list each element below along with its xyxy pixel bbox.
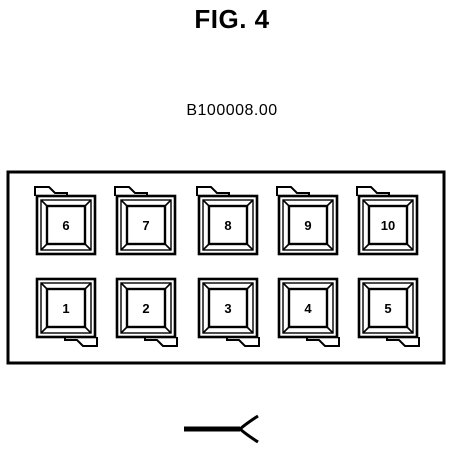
bevel-line (84, 326, 92, 334)
connector-housing (6, 170, 446, 365)
cavity-inner (207, 287, 249, 329)
bevel-line (164, 326, 172, 334)
cavity-row-top: 6 7 8 9 10 (34, 186, 419, 256)
bevel-line (40, 326, 48, 334)
cavity-bezel (202, 282, 254, 334)
bevel-line (282, 326, 290, 334)
bevel-line (202, 282, 210, 290)
cavity-number: 10 (381, 218, 395, 233)
cavity-bezel (40, 199, 92, 251)
bevel-line (326, 282, 334, 290)
cavity-bezel (362, 282, 414, 334)
cavity-number: 2 (142, 301, 149, 316)
bevel-line (406, 282, 414, 290)
locking-tab (226, 337, 260, 347)
cavity-6: 6 (34, 186, 97, 256)
cavity-bezel (362, 199, 414, 251)
locking-tab (386, 337, 420, 347)
part-number: B100008.00 (186, 102, 278, 119)
locking-tab (276, 186, 310, 196)
bevel-line (282, 199, 290, 207)
bevel-line (164, 199, 172, 207)
cavity-10: 10 (356, 186, 419, 256)
locking-tab (356, 186, 390, 196)
bevel-line (246, 326, 254, 334)
cavity-inner (207, 204, 249, 246)
bevel-line (202, 326, 210, 334)
cavity-9: 9 (276, 186, 339, 256)
bevel-line (326, 326, 334, 334)
bevel-line (84, 243, 92, 251)
bevel-line (120, 199, 128, 207)
bevel-line (282, 282, 290, 290)
cavity-number: 4 (304, 301, 312, 316)
locking-tab (306, 337, 340, 347)
cavity-bezel (202, 199, 254, 251)
cavity-bezel (120, 282, 172, 334)
cavity-inner (45, 287, 87, 329)
locking-tab (144, 337, 178, 347)
bevel-line (120, 326, 128, 334)
cavity-5: 5 (357, 277, 420, 347)
bevel-line (406, 199, 414, 207)
cavity-bezel (120, 199, 172, 251)
cavity-number: 7 (142, 218, 149, 233)
locking-tab (34, 186, 68, 196)
cavity-number: 1 (62, 301, 69, 316)
cavity-number: 5 (384, 301, 391, 316)
bevel-line (326, 199, 334, 207)
bevel-line (40, 243, 48, 251)
bevel-line (84, 199, 92, 207)
terminal-pin-icon (184, 414, 259, 444)
cavity-inner (287, 287, 329, 329)
locking-tab (114, 186, 148, 196)
bevel-line (246, 243, 254, 251)
bevel-line (362, 199, 370, 207)
bevel-line (164, 243, 172, 251)
cavity-bezel (40, 282, 92, 334)
cavity-inner (367, 204, 409, 246)
bevel-line (40, 282, 48, 290)
bevel-line (362, 243, 370, 251)
bevel-line (246, 282, 254, 290)
cavity-inner (367, 287, 409, 329)
bevel-line (326, 243, 334, 251)
figure-title: FIG. 4 (194, 4, 270, 34)
bevel-line (362, 326, 370, 334)
locking-tab (64, 337, 98, 347)
cavity-7: 7 (114, 186, 177, 256)
cavity-row-bottom: 1 2 3 4 5 (35, 277, 420, 347)
bevel-line (40, 199, 48, 207)
bevel-line (202, 243, 210, 251)
cavity-3: 3 (197, 277, 260, 347)
cavity-inner (125, 287, 167, 329)
cavity-2: 2 (115, 277, 178, 347)
cavity-number: 6 (62, 218, 69, 233)
bevel-line (246, 199, 254, 207)
bevel-line (84, 282, 92, 290)
cavity-bezel (282, 282, 334, 334)
bevel-line (406, 326, 414, 334)
bevel-line (120, 282, 128, 290)
bevel-line (202, 199, 210, 207)
cavity-inner (125, 204, 167, 246)
bevel-line (362, 282, 370, 290)
cavity-number: 3 (224, 301, 231, 316)
cavity-inner (287, 204, 329, 246)
cavity-inner (45, 204, 87, 246)
bevel-line (164, 282, 172, 290)
cavity-4: 4 (277, 277, 340, 347)
cavity-number: 8 (224, 218, 231, 233)
cavity-number: 9 (304, 218, 311, 233)
cavity-1: 1 (35, 277, 98, 347)
cavity-bezel (282, 199, 334, 251)
bevel-line (406, 243, 414, 251)
cavity-8: 8 (196, 186, 259, 256)
bevel-line (282, 243, 290, 251)
bevel-line (120, 243, 128, 251)
locking-tab (196, 186, 230, 196)
